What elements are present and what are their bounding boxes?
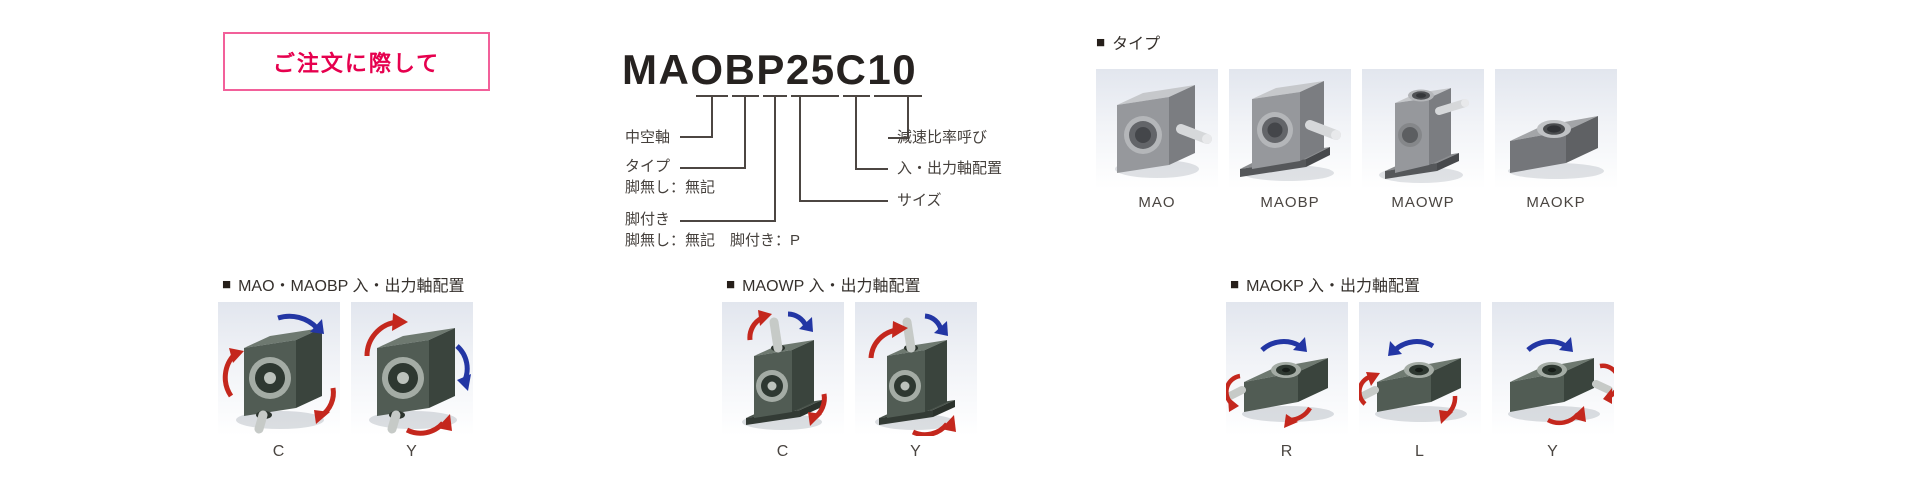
type-label: タイプ	[625, 158, 671, 175]
arrangement-card: C	[722, 302, 844, 461]
type-list: MAO MAOBP MAOWP	[1096, 69, 1617, 211]
gearbox-arr-y-illustration	[351, 302, 473, 436]
gearbox-maokp-illustration	[1495, 69, 1617, 189]
arrangement-card: C	[218, 302, 340, 461]
arrangement-card-label: L	[1415, 443, 1425, 460]
gearbox-mao-illustration	[1096, 69, 1218, 189]
order-note-label: ご注文に際して	[272, 50, 441, 76]
type-card: MAOWP	[1362, 69, 1484, 211]
model-callout-lines	[680, 95, 922, 222]
arrangement-card: Y	[855, 302, 977, 461]
arrangement-section-title: MAOWP 入・出力軸配置	[742, 278, 921, 295]
section-marker-icon: ■	[1096, 33, 1106, 51]
gearbox-maowp-illustration	[1362, 69, 1484, 189]
gearbox-arr-r-illustration	[1226, 302, 1348, 436]
gearbox-maobp-illustration	[1229, 69, 1351, 189]
arrangement-section-mao-maobp: ■ MAO・MAOBP 入・出力軸配置 C Y	[218, 272, 473, 461]
section-marker-icon: ■	[222, 275, 232, 293]
arrangement-card: Y	[1492, 302, 1614, 461]
type-card: MAOKP	[1495, 69, 1617, 211]
arrangement-section-title: MAO・MAOBP 入・出力軸配置	[238, 278, 465, 295]
hollow-shaft-label: 中空軸	[625, 129, 671, 146]
reduction-ratio-label: 減速比率呼び	[897, 129, 988, 146]
foot-label: 脚付き	[625, 211, 671, 228]
type-card-label: MAOWP	[1391, 194, 1455, 211]
type-note-label: 脚無し：無記	[625, 179, 716, 196]
arrangement-list: R L Y	[1226, 302, 1614, 461]
gearbox-arr-c-illustration	[218, 302, 340, 436]
arrangement-list: C Y	[722, 302, 977, 461]
order-note-box: ご注文に際して	[223, 32, 490, 91]
type-card: MAO	[1096, 69, 1218, 211]
arrangement-card-label: C	[776, 443, 790, 460]
type-section-title: タイプ	[1112, 36, 1161, 53]
section-marker-icon: ■	[726, 275, 736, 293]
arrangement-card: R	[1226, 302, 1348, 461]
arrangement-section-title: MAOKP 入・出力軸配置	[1246, 278, 1421, 295]
arrangement-section-heading: ■ MAO・MAOBP 入・出力軸配置	[222, 272, 473, 296]
arrangement-card: L	[1359, 302, 1481, 461]
foot-note-label: 脚無し：無記 脚付き：P	[625, 232, 801, 249]
arrangement-section-maowp: ■ MAOWP 入・出力軸配置 C Y	[722, 272, 977, 461]
type-card: MAOBP	[1229, 69, 1351, 211]
gearbox-arr-wy-illustration	[855, 302, 977, 436]
type-card-label: MAOBP	[1260, 194, 1320, 211]
model-number: MAOBP25C10	[622, 46, 918, 93]
type-card-label: MAO	[1138, 194, 1176, 211]
type-section: ■ タイプ MAO MAOBP	[1096, 30, 1617, 211]
type-section-heading: ■ タイプ	[1096, 30, 1617, 54]
gearbox-arr-wc-illustration	[722, 302, 844, 436]
arrangement-list: C Y	[218, 302, 473, 461]
shaft-arrangement-label: 入・出力軸配置	[897, 160, 1003, 177]
type-card-label: MAOKP	[1526, 194, 1586, 211]
arrangement-card-label: Y	[406, 443, 418, 460]
arrangement-section-heading: ■ MAOWP 入・出力軸配置	[726, 272, 977, 296]
arrangement-card-label: C	[272, 443, 286, 460]
arrangement-card-label: Y	[1547, 443, 1559, 460]
size-label: サイズ	[897, 192, 942, 209]
arrangement-card-label: R	[1280, 443, 1294, 460]
gearbox-arr-ky-illustration	[1492, 302, 1614, 436]
arrangement-section-heading: ■ MAOKP 入・出力軸配置	[1230, 272, 1614, 296]
arrangement-section-maokp: ■ MAOKP 入・出力軸配置 R L	[1226, 272, 1614, 461]
arrangement-card-label: Y	[910, 443, 922, 460]
arrangement-card: Y	[351, 302, 473, 461]
gearbox-arr-l-illustration	[1359, 302, 1481, 436]
section-marker-icon: ■	[1230, 275, 1240, 293]
